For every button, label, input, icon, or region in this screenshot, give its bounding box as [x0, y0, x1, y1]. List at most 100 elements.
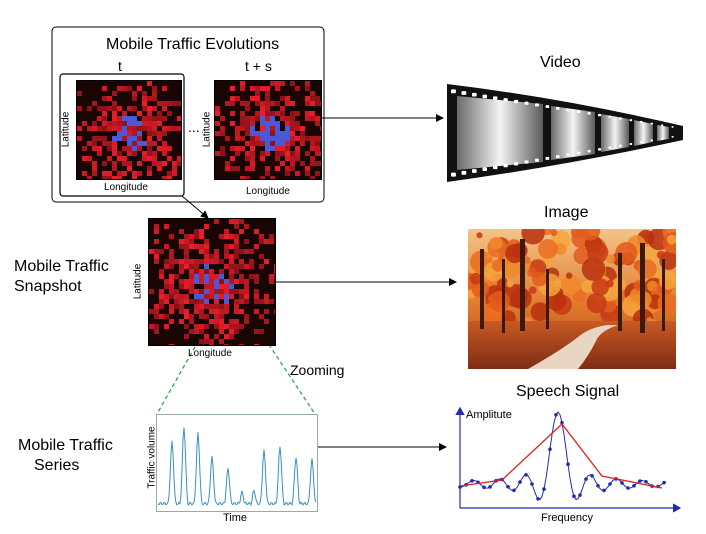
speech-sample-dot	[518, 480, 522, 484]
film-perforation	[482, 94, 488, 99]
foliage-blob	[542, 229, 552, 236]
film-perforation	[545, 156, 550, 160]
film-perforation	[671, 135, 674, 138]
evolutions-box	[51, 26, 325, 203]
film-perforation	[535, 103, 539, 107]
foliage-blob	[489, 236, 503, 250]
foliage-blob	[506, 280, 514, 288]
film-perforation	[577, 110, 581, 113]
speech-sample-dot	[632, 484, 636, 488]
zooming-label: Zooming	[290, 362, 345, 378]
foliage-blob	[521, 229, 545, 245]
speech-sample-dot	[530, 482, 534, 486]
snapshot-label-line1: Mobile Traffic	[14, 258, 109, 275]
film-perforation	[566, 153, 570, 157]
speech-sample-dot	[560, 420, 564, 425]
foliage-blob	[561, 274, 582, 295]
film-perforation	[524, 101, 529, 105]
snapshot-lat-label: Latitude	[132, 263, 144, 300]
foliage-blob	[491, 259, 504, 272]
foliage-blob	[469, 272, 482, 285]
film-perforation	[661, 137, 664, 140]
series-label-line1: Mobile Traffic	[18, 437, 113, 454]
foliage-blob	[523, 256, 531, 264]
film-perforation	[650, 139, 653, 142]
speech-sample-dot	[512, 488, 516, 493]
film-perforation	[608, 115, 612, 118]
frame-t-label: t	[118, 58, 122, 74]
film-perforation	[619, 117, 622, 120]
film-perforation	[577, 151, 581, 155]
heatmap-snapshot	[148, 218, 276, 346]
speech-sample-dot	[524, 473, 528, 477]
heatmap-frame-t	[76, 80, 182, 180]
frame-ts-lat-label: Latitude	[201, 111, 213, 148]
foliage-blob	[489, 290, 510, 312]
speech-sample-dot	[572, 494, 576, 499]
film-perforation	[472, 92, 477, 97]
arrow-to-snapshot	[181, 195, 209, 219]
traffic-series-line	[157, 427, 317, 507]
speech-red-envelope	[459, 423, 663, 489]
speech-sample-dot	[566, 462, 570, 466]
frame-t-lon-label: Longitude	[104, 182, 148, 193]
film-perforation	[503, 98, 508, 102]
film-perforation	[514, 99, 519, 104]
film-perforation	[629, 142, 633, 146]
foliage-blob	[587, 242, 609, 264]
traffic-series-plot	[156, 414, 318, 512]
foliage-blob	[530, 302, 550, 322]
speech-sample-dot	[590, 474, 594, 478]
film-perforation	[671, 126, 674, 128]
film-perforation	[608, 146, 612, 149]
film-perforation	[629, 119, 633, 122]
foliage-blob	[656, 250, 666, 259]
film-perforation	[545, 105, 550, 109]
film-perforation	[650, 122, 653, 125]
speech-sample-dot	[602, 488, 606, 493]
film-perforation	[524, 160, 529, 164]
foliage-blob	[565, 272, 573, 279]
film-perforation	[640, 141, 643, 144]
speech-label: Speech Signal	[516, 383, 620, 400]
frame-ts-lon-label: Longitude	[246, 186, 290, 197]
speech-sample-dot	[542, 487, 546, 491]
image-label: Image	[544, 204, 589, 221]
speech-blue-curve	[459, 411, 667, 501]
film-perforation	[451, 89, 456, 94]
snapshot-lon-label: Longitude	[188, 348, 232, 359]
speech-sample-dot	[638, 479, 642, 483]
autumn-forest-photo	[468, 229, 676, 369]
series-xlabel: Time	[223, 512, 248, 524]
speech-sample-dot	[470, 479, 474, 483]
foliage-blob	[528, 286, 537, 294]
film-perforation	[661, 124, 664, 127]
speech-signal-plot	[455, 406, 682, 513]
speech-sample-dot	[536, 497, 540, 501]
film-perforation	[640, 120, 643, 123]
speech-sample-dot	[548, 447, 552, 451]
film-perforation	[472, 169, 477, 173]
speech-sample-dot	[578, 493, 582, 497]
film-perforation	[493, 96, 498, 100]
video-label: Video	[540, 54, 581, 71]
foliage-blob	[666, 234, 676, 245]
speech-sample-dot	[596, 484, 600, 488]
amplitude-label: Amplitute	[466, 409, 512, 421]
frame-t-lat-label: Latitude	[60, 111, 72, 148]
frame-t-box	[59, 73, 185, 197]
film-perforation	[598, 148, 602, 151]
film-perforation	[514, 162, 519, 166]
speech-sample-dot	[620, 481, 624, 485]
ellipsis-label: ...	[188, 119, 200, 135]
film-perforation	[461, 170, 467, 175]
speech-sample-dot	[608, 482, 612, 486]
film-perforation	[566, 108, 570, 112]
frequency-label: Frequency	[541, 512, 593, 524]
film-perforation	[587, 149, 591, 153]
foliage-blob	[586, 292, 607, 314]
film-perforation	[587, 112, 591, 115]
speech-sample-dot	[626, 486, 630, 490]
film-perforation	[503, 163, 508, 168]
foliage-blob	[591, 278, 609, 296]
